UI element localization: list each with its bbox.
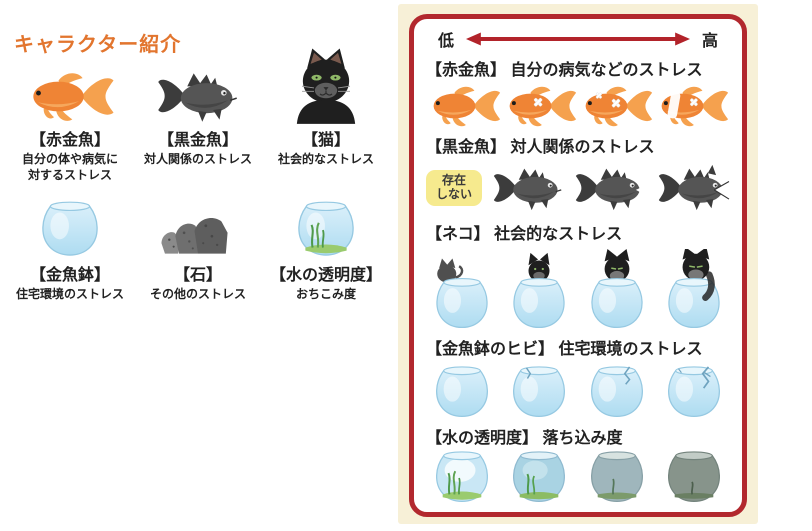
character-intro-panel: キャラクター紹介 【赤金魚】 自分の体や病気に 対するストレス bbox=[0, 0, 394, 531]
scale-low-label: 低 bbox=[437, 33, 454, 50]
scale-box: 低 高 【赤金魚】 自分の病気などのストレス bbox=[409, 14, 747, 517]
character-desc: 住宅環境のストレス bbox=[15, 287, 124, 302]
stress-row-heading: 【黒金魚】 対人関係のストレス bbox=[426, 139, 655, 156]
double-arrow-icon bbox=[465, 32, 691, 46]
stress-level-strip bbox=[426, 247, 730, 331]
cracked-fishbowl-icon bbox=[667, 366, 720, 418]
black-fish-icon bbox=[576, 168, 647, 211]
stress-scale-panel: 低 高 【赤金魚】 自分の病気などのストレス bbox=[398, 4, 758, 524]
stress-row-heading: 【金魚鉢のヒビ】 住宅環境のストレス bbox=[426, 341, 703, 358]
character-desc: 自分の体や病気に 対するストレス bbox=[21, 152, 118, 182]
not-exist-badge: 存在 しない bbox=[426, 170, 482, 206]
cracked-fishbowl-icon bbox=[590, 366, 643, 418]
page-title: キャラクター紹介 bbox=[14, 34, 182, 56]
fishbowl-icon bbox=[42, 201, 98, 256]
stress-level-strip bbox=[426, 83, 730, 129]
black-fish-icon bbox=[493, 168, 562, 211]
character-desc: その他のストレス bbox=[149, 287, 246, 302]
goldfish-icon bbox=[509, 86, 577, 127]
character-card: 【黒金魚】 対人関係のストレス bbox=[134, 50, 262, 183]
murky-fishbowl-icon bbox=[436, 451, 488, 503]
stress-row: 【金魚鉢のヒビ】 住宅環境のストレス bbox=[426, 339, 730, 420]
stress-row-heading: 【ネコ】 社会的なストレス bbox=[426, 226, 623, 243]
character-name: 【猫】 bbox=[301, 132, 350, 149]
character-card: 【金魚鉢】 住宅環境のストレス bbox=[6, 183, 134, 303]
character-grid: 【赤金魚】 自分の体や病気に 対するストレス 【黒金魚】 対人関係のストレス bbox=[6, 47, 390, 303]
black-fish-icon bbox=[658, 164, 730, 211]
scale-header: 低 高 bbox=[426, 26, 730, 52]
cat-in-fishbowl-icon bbox=[668, 249, 720, 329]
stress-row: 【水の透明度】 落ち込み度 bbox=[426, 428, 730, 505]
character-card: 【水の透明度】 おちこみ度 bbox=[262, 183, 390, 303]
stress-level-strip: 存在 しない bbox=[426, 160, 730, 216]
stress-row: 【ネコ】 社会的なストレス bbox=[426, 224, 730, 331]
cat-in-fishbowl-icon bbox=[513, 252, 565, 329]
stones-icon bbox=[161, 218, 228, 254]
character-desc: 社会的なストレス bbox=[277, 152, 374, 166]
stress-row: 【黒金魚】 対人関係のストレス 存在 しない bbox=[426, 137, 730, 216]
character-card: 【猫】 社会的なストレス bbox=[262, 47, 390, 183]
character-name: 【赤金魚】 bbox=[29, 132, 110, 149]
goldfish-icon bbox=[585, 86, 653, 127]
character-name: 【石】 bbox=[173, 267, 222, 285]
character-desc: おちこみ度 bbox=[295, 287, 356, 302]
goldfish-icon bbox=[433, 86, 501, 127]
goldfish-icon bbox=[33, 73, 114, 121]
black-fish-icon bbox=[158, 73, 237, 122]
character-name: 【金魚鉢】 bbox=[29, 267, 110, 285]
character-card: 【石】 その他のストレス bbox=[134, 183, 262, 303]
cracked-fishbowl-icon bbox=[436, 366, 488, 418]
character-desc: 対人関係のストレス bbox=[143, 152, 252, 166]
goldfish-icon bbox=[661, 86, 729, 127]
stress-row-heading: 【赤金魚】 自分の病気などのストレス bbox=[426, 62, 703, 79]
stress-row-heading: 【水の透明度】 落ち込み度 bbox=[426, 430, 623, 447]
murky-fishbowl-icon bbox=[513, 451, 566, 503]
stress-level-strip bbox=[426, 451, 730, 505]
cat-in-fishbowl-icon bbox=[590, 249, 643, 329]
cracked-fishbowl-icon bbox=[513, 366, 566, 418]
character-name: 【水の透明度】 bbox=[269, 267, 382, 285]
stress-row: 【赤金魚】 自分の病気などのストレス bbox=[426, 60, 730, 129]
character-card: 【赤金魚】 自分の体や病気に 対するストレス bbox=[6, 50, 134, 183]
cat-in-fishbowl-icon bbox=[436, 258, 488, 329]
murky-fishbowl-icon bbox=[590, 451, 643, 503]
character-name: 【黒金魚】 bbox=[157, 132, 238, 149]
scale-high-label: 高 bbox=[702, 33, 719, 50]
clear-fishbowl-icon bbox=[298, 201, 354, 256]
murky-fishbowl-icon bbox=[668, 451, 720, 503]
cat-icon bbox=[296, 47, 356, 124]
stress-level-strip bbox=[426, 362, 730, 420]
